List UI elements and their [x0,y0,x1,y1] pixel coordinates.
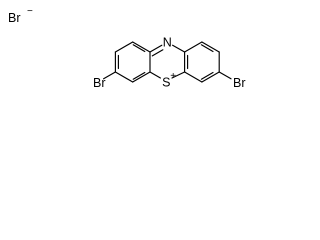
bond-c-to-n-left [149,44,163,53]
bond-left-c-br [103,71,116,80]
bond-n-to-c-right [172,44,186,53]
left-bromine-label: Br [93,76,106,90]
bond-left-ring-4 [114,71,134,83]
bromide-label: Br [8,11,21,25]
bond-right-ring-1 [184,41,203,53]
bond-lines [103,41,232,83]
sulfur-charge: + [170,71,176,82]
bond-left-ring-2 [114,41,134,53]
bond-left-ring-5 [132,71,151,83]
sulfur-label: S [162,76,170,90]
bond-right-ring-4-inner [200,71,214,80]
nitrogen-label: N [163,36,172,50]
bromide-charge: − [27,6,33,17]
bond-left-ring-1 [132,41,151,53]
bond-right-c-br [218,71,232,80]
atom-labels: N S + Br Br [93,36,246,91]
bond-left-ring-1-inner [132,44,146,53]
molecule-structure: Br − N S + B [8,6,246,91]
bond-left-ring-5-inner [132,71,146,80]
bond-right-ring-2 [201,41,220,53]
bond-right-ring-5 [184,71,203,83]
bond-c-to-n-left-inner [151,49,164,57]
right-bromine-label: Br [233,76,246,90]
bond-right-ring-2-inner [200,44,214,53]
bond-right-ring-4 [201,71,220,83]
bromide-counterion: Br − [8,6,33,25]
bond-c-to-s-left [149,71,161,79]
bond-s-to-c-right [171,71,186,79]
